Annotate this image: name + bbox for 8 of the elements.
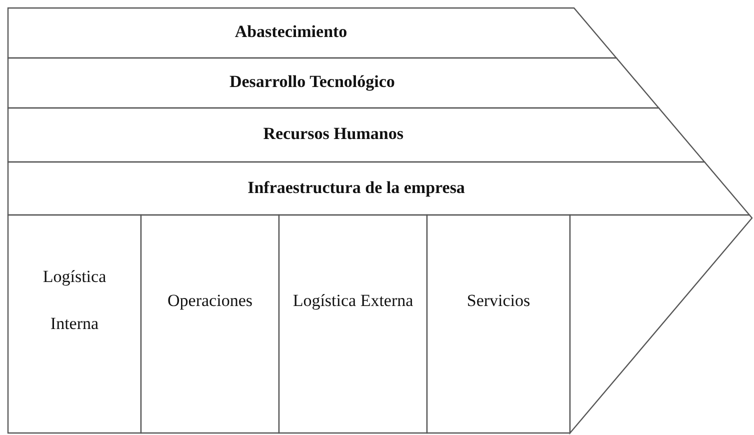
band-label: Infraestructura de la empresa	[246, 178, 466, 198]
band-label: Abastecimiento	[234, 22, 348, 42]
activity-label: Logística Interna	[42, 266, 108, 335]
activity-label: Servicios	[466, 290, 532, 312]
activity-label: Operaciones	[166, 290, 254, 312]
band-label: Desarrollo Tecnológico	[228, 72, 396, 92]
activity-label: Logística Externa	[292, 290, 414, 312]
band-label: Recursos Humanos	[262, 124, 404, 144]
